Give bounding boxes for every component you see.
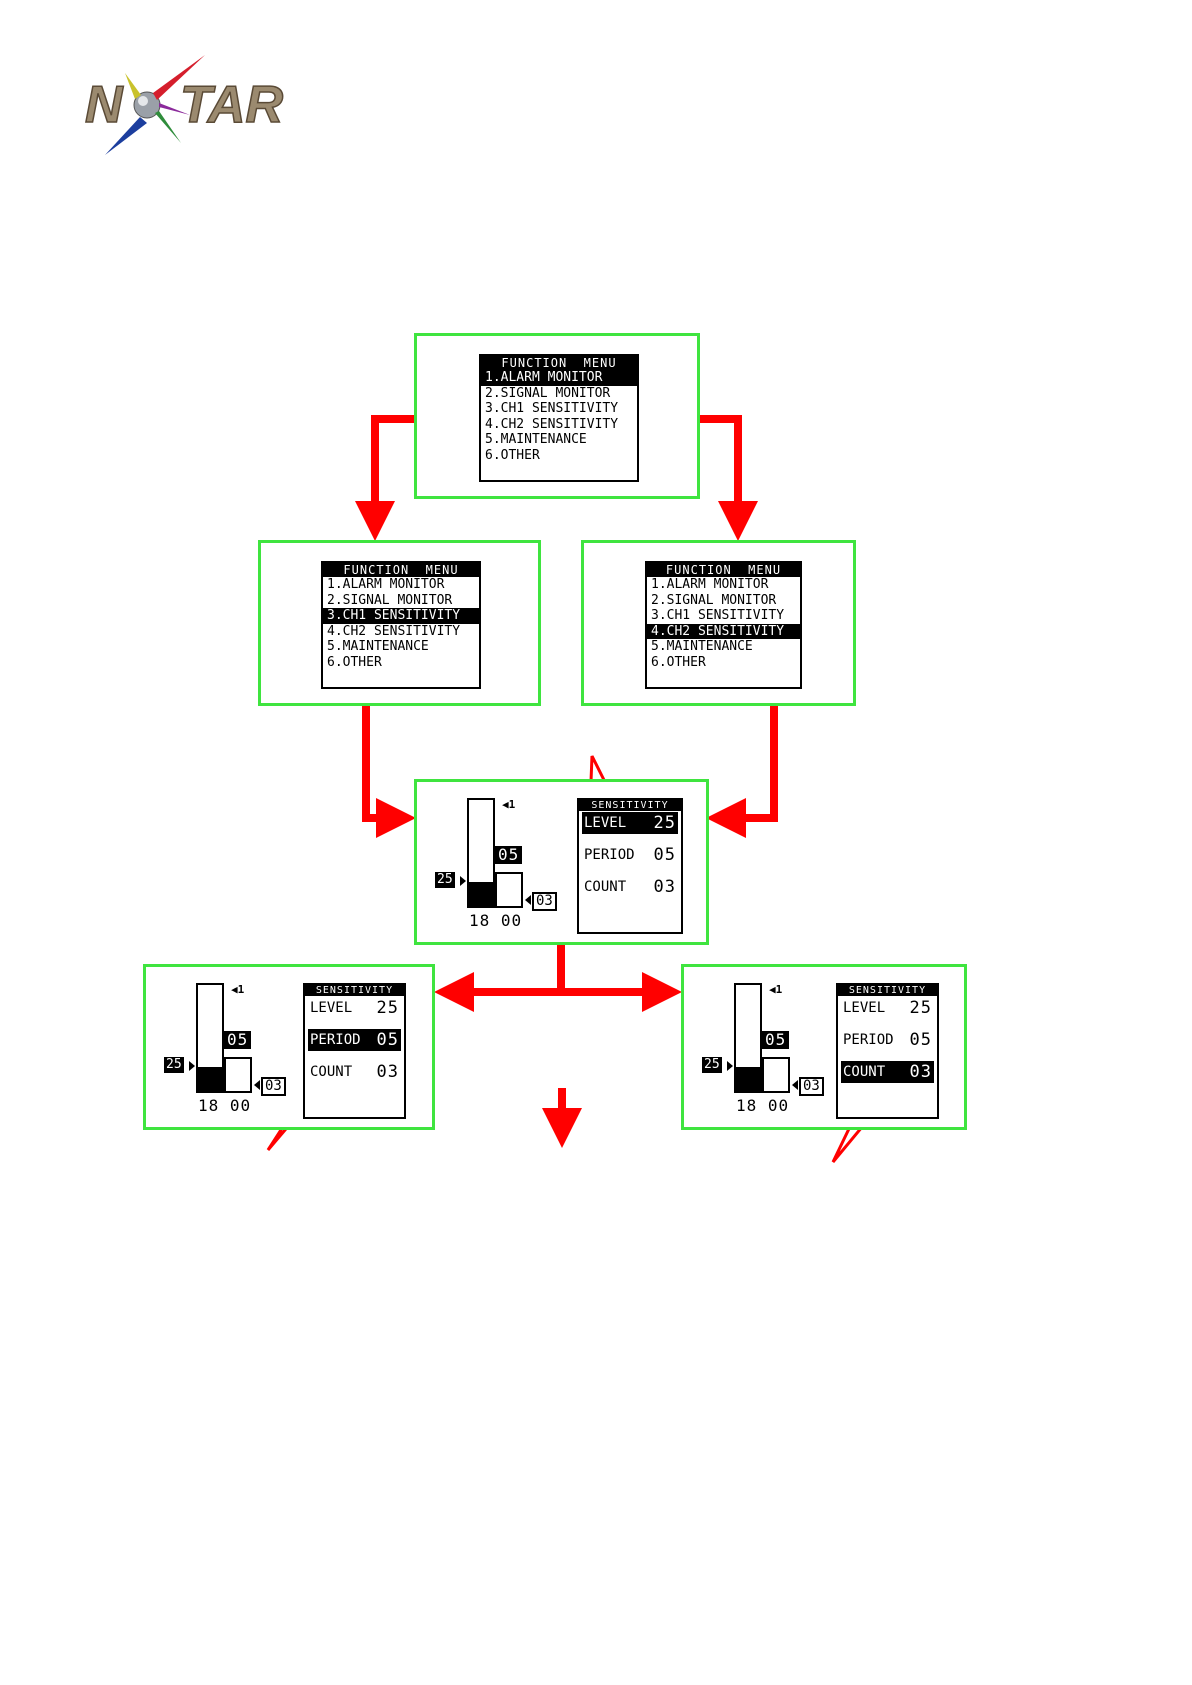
panel-sensitivity-period: ◀1 05 25 03 18 00 SENSITIVITY LEVEL 25 PE… [143,964,435,1130]
sensitivity-box: SENSITIVITY LEVEL 25 PERIOD 05 COUNT 03 [836,983,939,1119]
level-pointer-icon [727,1061,733,1071]
count-value: 03 [376,1062,399,1082]
row-level[interactable]: LEVEL 25 [582,812,678,834]
sensitivity-screen: ◀1 05 25 03 18 00 SENSITIVITY LEVEL 25 PE… [417,782,706,942]
time-display: 18 00 [198,1096,252,1115]
panel-sensitivity-level: ◀1 05 25 03 18 00 SENSITIVITY LEVEL 25 PE… [414,779,709,945]
level-label: LEVEL [310,1000,353,1016]
menu-item-maintenance[interactable]: 5.MAINTENANCE [327,639,429,655]
level-tag: 25 [164,1057,184,1073]
menu-item-maintenance[interactable]: 5.MAINTENANCE [485,432,587,448]
count-value: 03 [653,877,676,897]
count-bar [495,872,523,908]
sensitivity-box: SENSITIVITY LEVEL 25 PERIOD 05 COUNT 03 [303,983,406,1119]
menu-item-ch2-sensitivity[interactable]: 4.CH2 SENSITIVITY [647,623,800,640]
period-label: PERIOD [843,1032,894,1048]
sensitivity-title: SENSITIVITY [838,985,937,996]
period-tag: 05 [495,846,523,864]
level-value: 25 [909,998,932,1018]
menu-item-alarm-monitor[interactable]: 1.ALARM MONITOR [481,370,637,386]
count-label: COUNT [843,1064,886,1080]
row-count[interactable]: COUNT 03 [841,1061,934,1083]
sensitivity-box: SENSITIVITY LEVEL 25 PERIOD 05 COUNT 03 [577,798,683,934]
level-tag: 25 [435,872,455,888]
sensitivity-screen: ◀1 05 25 03 18 00 SENSITIVITY LEVEL 25 PE… [146,967,432,1127]
menu-item-ch2-sensitivity[interactable]: 4.CH2 SENSITIVITY [327,623,461,639]
level-pointer-icon [189,1061,195,1071]
level-label: LEVEL [584,815,627,831]
level-value: 25 [376,998,399,1018]
row-count[interactable]: COUNT 03 [582,876,678,898]
lcd-function-menu: FUNCTION MENU 1.ALARM MONITOR 2.SIGNAL M… [321,561,481,689]
period-value: 05 [653,845,676,865]
lcd-function-menu: FUNCTION MENU 1.ALARM MONITOR 2.SIGNAL M… [645,561,802,689]
period-label: PERIOD [310,1032,361,1048]
menu-item-ch2-sensitivity[interactable]: 4.CH2 SENSITIVITY [485,416,619,432]
channel-indicator: ◀1 [769,983,783,996]
time-display: 18 00 [736,1096,790,1115]
menu-item-ch1-sensitivity[interactable]: 3.CH1 SENSITIVITY [485,401,619,417]
level-pointer-icon [460,876,466,886]
menu-item-other[interactable]: 6.OTHER [327,654,382,670]
channel-indicator: ◀1 [231,983,245,996]
level-value: 25 [653,813,676,833]
period-tag: 05 [224,1031,252,1049]
count-tag: 03 [261,1077,286,1096]
level-tag: 25 [702,1057,722,1073]
row-period[interactable]: PERIOD 05 [308,1029,401,1051]
menu-item-alarm-monitor[interactable]: 1.ALARM MONITOR [651,577,769,592]
menu-title: FUNCTION MENU [481,356,637,370]
row-period[interactable]: PERIOD 05 [841,1029,934,1051]
svg-text:N: N [85,76,124,134]
menu-item-other[interactable]: 6.OTHER [485,447,540,463]
count-pointer-icon [525,895,531,905]
menu-item-ch1-sensitivity[interactable]: 3.CH1 SENSITIVITY [651,608,785,624]
count-label: COUNT [310,1064,353,1080]
menu-item-signal-monitor[interactable]: 2.SIGNAL MONITOR [327,592,453,608]
period-tag: 05 [762,1031,790,1049]
menu-item-maintenance[interactable]: 5.MAINTENANCE [651,639,753,655]
count-tag: 03 [532,892,557,911]
count-bar [224,1057,252,1093]
menu-item-alarm-monitor[interactable]: 1.ALARM MONITOR [327,577,445,592]
count-bar [762,1057,790,1093]
panel-function-menu-top: FUNCTION MENU 1.ALARM MONITOR 2.SIGNAL M… [414,333,700,499]
panel-function-menu-ch2: FUNCTION MENU 1.ALARM MONITOR 2.SIGNAL M… [581,540,856,706]
sensitivity-title: SENSITIVITY [579,800,681,811]
notar-logo: N TAR [85,55,284,155]
count-label: COUNT [584,879,627,895]
period-value: 05 [376,1030,399,1050]
level-bar [734,983,762,1093]
lcd-function-menu: FUNCTION MENU 1.ALARM MONITOR 2.SIGNAL M… [479,354,639,482]
count-tag: 03 [799,1077,824,1096]
count-pointer-icon [792,1080,798,1090]
level-label: LEVEL [843,1000,886,1016]
svg-text:TAR: TAR [180,76,283,134]
period-value: 05 [909,1030,932,1050]
sensitivity-title: SENSITIVITY [305,985,404,996]
channel-indicator: ◀1 [502,798,516,811]
panel-function-menu-ch1: FUNCTION MENU 1.ALARM MONITOR 2.SIGNAL M… [258,540,541,706]
menu-title: FUNCTION MENU [323,563,479,577]
sensitivity-screen: ◀1 05 25 03 18 00 SENSITIVITY LEVEL 25 PE… [684,967,964,1127]
count-value: 03 [909,1062,932,1082]
menu-item-ch1-sensitivity[interactable]: 3.CH1 SENSITIVITY [323,608,479,624]
panel-sensitivity-count: ◀1 05 25 03 18 00 SENSITIVITY LEVEL 25 PE… [681,964,967,1130]
menu-item-signal-monitor[interactable]: 2.SIGNAL MONITOR [485,385,611,401]
count-pointer-icon [254,1080,260,1090]
row-level[interactable]: LEVEL 25 [841,997,934,1019]
menu-title: FUNCTION MENU [647,563,800,577]
time-display: 18 00 [469,911,523,930]
row-period[interactable]: PERIOD 05 [582,844,678,866]
row-level[interactable]: LEVEL 25 [308,997,401,1019]
menu-item-other[interactable]: 6.OTHER [651,654,706,670]
menu-item-signal-monitor[interactable]: 2.SIGNAL MONITOR [651,592,777,608]
level-bar [196,983,224,1093]
level-bar [467,798,495,908]
period-label: PERIOD [584,847,635,863]
row-count[interactable]: COUNT 03 [308,1061,401,1083]
